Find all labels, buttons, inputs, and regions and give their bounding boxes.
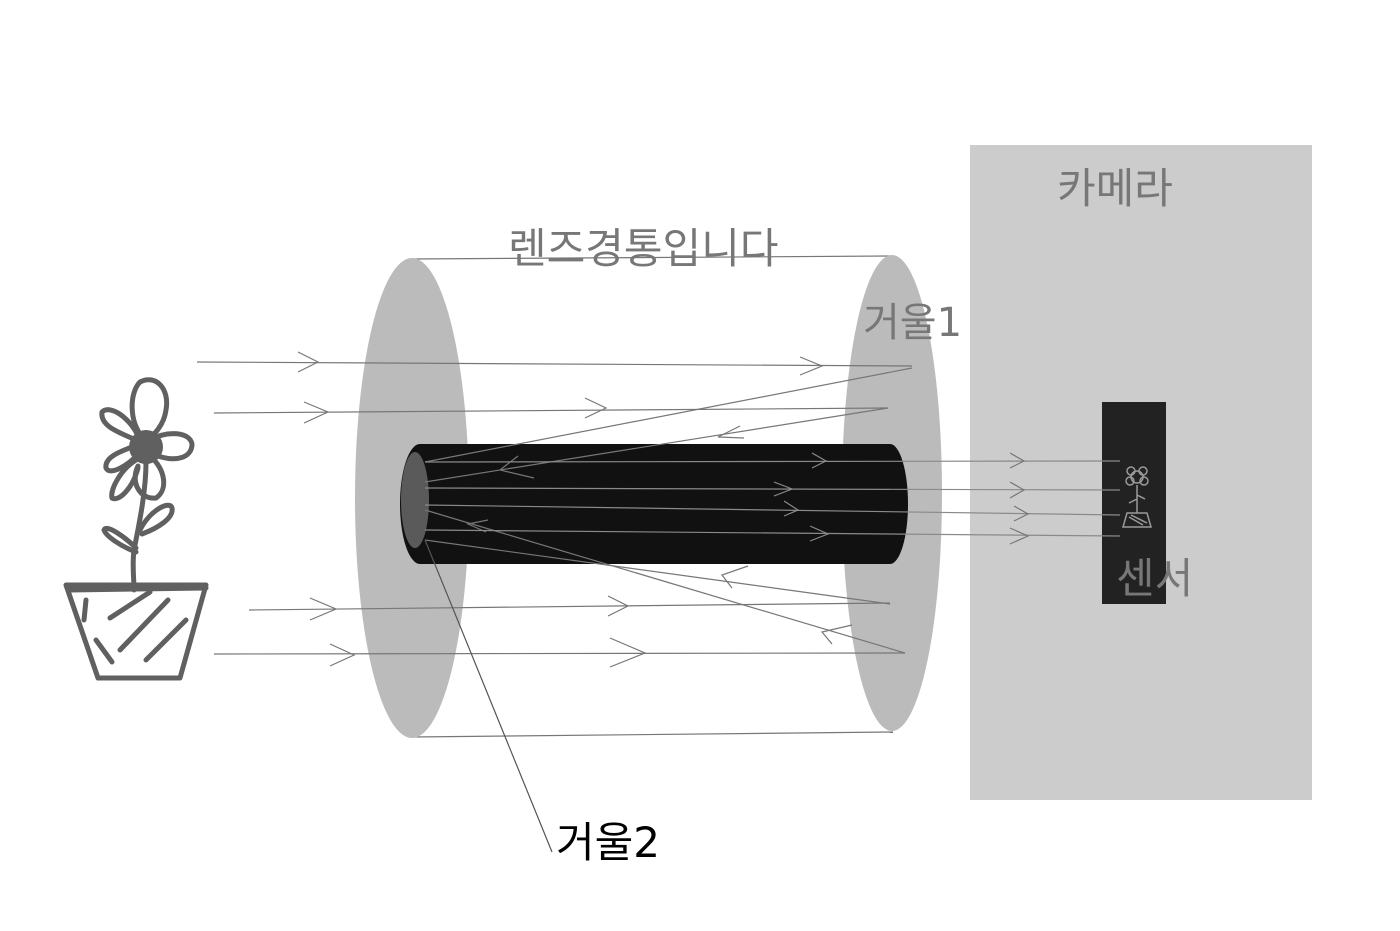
sensor [1102,402,1166,604]
lens-barrel-top-edge [411,255,894,260]
inverted-flower-icon [1122,466,1152,528]
mirror2-label: 거울2 [556,818,660,867]
mirror2 [401,452,429,548]
reflected-rays [424,367,913,654]
sensor-label: 센서 [1116,554,1193,603]
tube-rays [424,452,1121,545]
lens-barrel-bottom-edge [411,731,894,738]
mirror2-pointer [424,539,553,853]
incoming-rays [196,351,913,668]
camera-label: 카메라 [1057,164,1173,213]
inner-tube [420,444,890,564]
flower-pot-icon [63,377,209,681]
inner-tube-end-cap [872,444,908,564]
flower-center [129,430,163,464]
lens-barrel-label: 렌즈경통입니다 [508,224,778,273]
mirror1-label: 거울1 [863,300,962,346]
